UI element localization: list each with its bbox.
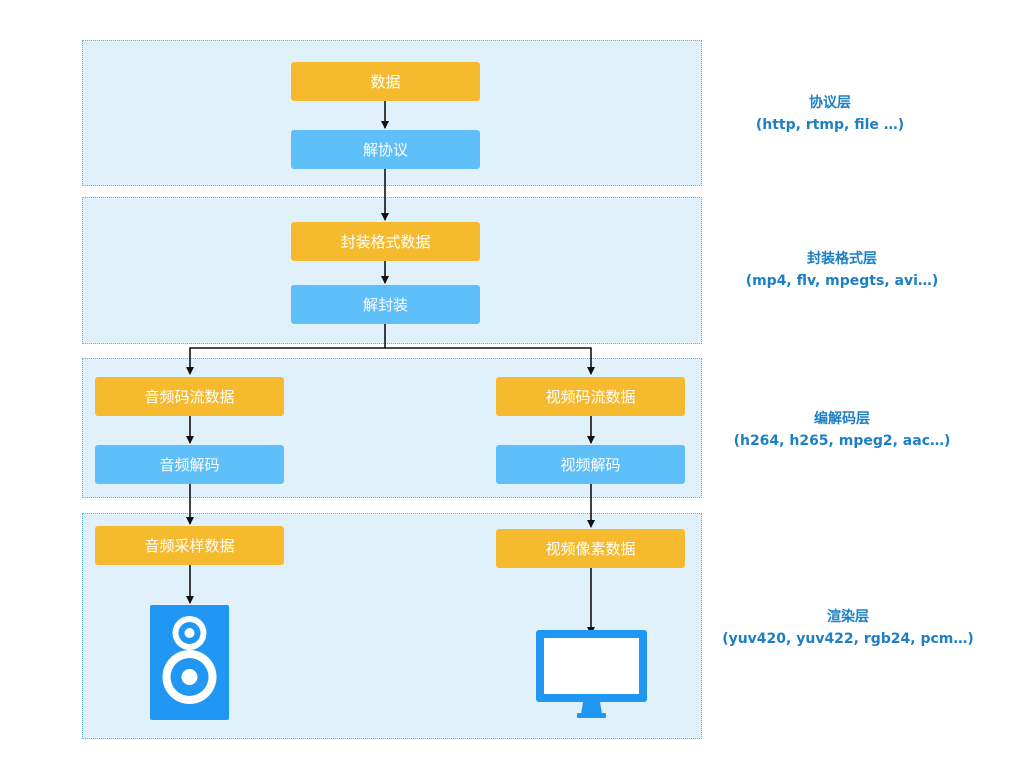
node-video-stream: 视频码流数据: [496, 377, 685, 416]
container-layer-label: 封装格式层 (mp4, flv, mpegts, avi…): [692, 248, 992, 292]
render-layer-label: 渲染层 (yuv420, yuv422, rgb24, pcm…): [698, 606, 998, 650]
protocol-layer-title: 协议层: [809, 95, 851, 111]
container-layer-title: 封装格式层: [807, 251, 877, 267]
monitor-icon: [536, 630, 647, 718]
codec-layer-subtitle: (h264, h265, mpeg2, aac…): [733, 433, 951, 449]
node-container-data: 封装格式数据: [291, 222, 480, 261]
protocol-layer-subtitle: (http, rtmp, file …): [755, 117, 905, 133]
node-video-decode: 视频解码: [496, 445, 685, 484]
node-data: 数据: [291, 62, 480, 101]
render-layer-title: 渲染层: [827, 609, 869, 625]
node-audio-sample: 音频采样数据: [95, 526, 284, 565]
codec-layer-title: 编解码层: [814, 411, 870, 427]
speaker-icon: [150, 605, 229, 720]
node-demux: 解封装: [291, 285, 480, 324]
node-video-pixel: 视频像素数据: [496, 529, 685, 568]
render-layer-subtitle: (yuv420, yuv422, rgb24, pcm…): [722, 631, 974, 647]
node-audio-decode: 音频解码: [95, 445, 284, 484]
container-layer-subtitle: (mp4, flv, mpegts, avi…): [745, 273, 939, 289]
codec-layer-label: 编解码层 (h264, h265, mpeg2, aac…): [692, 408, 992, 452]
arrow-demux-to-video: [385, 347, 595, 375]
node-audio-stream: 音频码流数据: [95, 377, 284, 416]
protocol-layer-label: 协议层 (http, rtmp, file …): [680, 92, 980, 136]
node-deprotocol: 解协议: [291, 130, 480, 169]
arrow-demux-to-audio: [186, 324, 386, 375]
